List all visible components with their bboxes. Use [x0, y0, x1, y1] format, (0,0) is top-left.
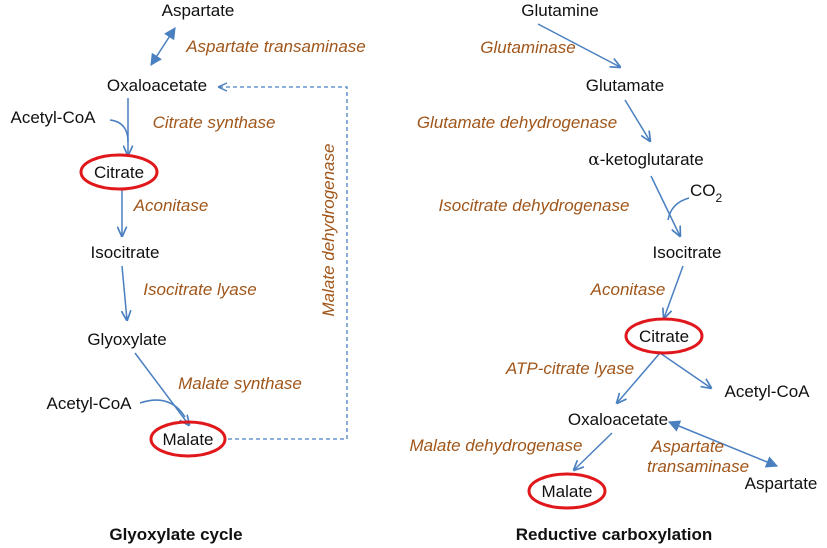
- enzyme-aspartate-transaminase: Aspartate transaminase: [185, 37, 366, 56]
- enzyme-malate-dehydrogenase-vertical: Malate dehydrogenase: [319, 144, 338, 317]
- arrow-citrate-oxaloacetate: [617, 352, 661, 403]
- enzyme-malate-dehydrogenase: Malate dehydrogenase: [410, 436, 583, 455]
- glyoxylate-cycle-panel: Aspartate Oxaloacetate Acetyl-CoA Citrat…: [10, 1, 365, 544]
- enzyme-isocitrate-lyase: Isocitrate lyase: [143, 280, 256, 299]
- metabolite-isocitrate: Isocitrate: [653, 243, 722, 262]
- alpha-symbol: α: [588, 150, 600, 170]
- metabolite-oxaloacetate: Oxaloacetate: [107, 76, 207, 95]
- metabolite-citrate: Citrate: [639, 327, 689, 346]
- enzyme-atp-citrate-lyase: ATP-citrate lyase: [505, 359, 634, 378]
- curve-acetyl-coa-in-2: [139, 399, 186, 418]
- metabolite-co2: CO2: [690, 181, 723, 205]
- metabolite-acetyl-coa-1: Acetyl-CoA: [10, 108, 96, 127]
- metabolite-isocitrate: Isocitrate: [91, 243, 160, 262]
- metabolite-acetyl-coa-2: Acetyl-CoA: [46, 394, 132, 413]
- arrow-glutamate-ketoglutarate: [624, 99, 650, 141]
- malate-highlight: [149, 420, 227, 458]
- arrow-isocitrate-citrate: [664, 265, 684, 318]
- enzyme-isocitrate-dehydrogenase: Isocitrate dehydrogenase: [439, 196, 630, 215]
- co2-text: CO: [690, 181, 716, 200]
- curve-co2-out: [667, 197, 690, 221]
- enzyme-aconitase: Aconitase: [133, 196, 209, 215]
- enzyme-glutamate-dehydrogenase: Glutamate dehydrogenase: [417, 113, 617, 132]
- metabolite-aspartate: Aspartate: [745, 474, 818, 493]
- enzyme-aspartate-transaminase-line2: transaminase: [647, 457, 749, 476]
- metabolite-oxaloacetate: Oxaloacetate: [568, 410, 668, 429]
- enzyme-aconitase: Aconitase: [590, 280, 666, 299]
- co2-subscript: 2: [716, 191, 723, 205]
- curve-acetyl-coa-in-1: [109, 119, 129, 143]
- arrow-malate-dehydrogenase-return: [219, 87, 348, 440]
- enzyme-malate-synthase: Malate synthase: [178, 374, 302, 393]
- metabolite-citrate: Citrate: [94, 163, 144, 182]
- ketoglutarate-text: -ketoglutarate: [600, 150, 704, 169]
- arrow-glutamine-glutamate: [537, 23, 620, 67]
- metabolite-malate: Malate: [541, 482, 592, 501]
- metabolite-glutamine: Glutamine: [521, 1, 598, 20]
- arrow-oxaloacetate-aspartate: [667, 420, 779, 468]
- metabolite-aspartate: Aspartate: [162, 1, 235, 20]
- panel-title-reductive-carboxylation: Reductive carboxylation: [516, 525, 713, 544]
- metabolite-acetyl-coa: Acetyl-CoA: [724, 382, 810, 401]
- arrow-citrate-acetyl-coa: [659, 352, 711, 388]
- enzyme-aspartate-transaminase: Aspartate transaminase: [647, 437, 749, 476]
- metabolite-alpha-ketoglutarate: α-ketoglutarate: [588, 150, 703, 170]
- reductive-carboxylation-panel: Glutamine Glutamate α-ketoglutarate CO2 …: [410, 1, 818, 544]
- citrate-highlight: [624, 317, 704, 355]
- malate-highlight: [527, 472, 607, 510]
- enzyme-glutaminase: Glutaminase: [480, 38, 575, 57]
- arrow-aspartate-oxaloacetate: [150, 26, 176, 67]
- enzyme-citrate-synthase: Citrate synthase: [153, 113, 276, 132]
- panel-title-glyoxylate-cycle: Glyoxylate cycle: [109, 525, 242, 544]
- metabolite-glyoxylate: Glyoxylate: [87, 330, 166, 349]
- arrow-ketoglutarate-isocitrate: [650, 175, 680, 236]
- citrate-highlight: [79, 153, 159, 191]
- metabolite-malate: Malate: [162, 430, 213, 449]
- arrow-glyoxylate-malate: [134, 352, 189, 425]
- arrow-isocitrate-glyoxylate: [122, 265, 127, 320]
- metabolite-glutamate: Glutamate: [586, 76, 664, 95]
- arrow-oxaloacetate-malate: [574, 432, 613, 470]
- enzyme-aspartate-transaminase-line1: Aspartate: [650, 437, 724, 456]
